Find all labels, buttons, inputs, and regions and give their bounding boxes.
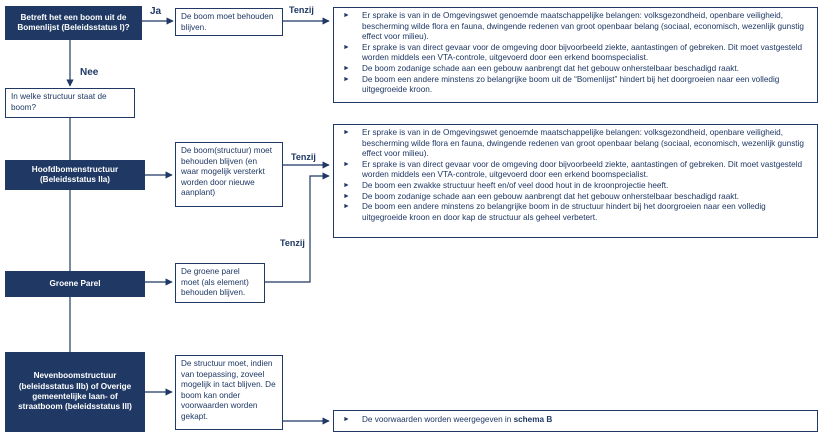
bullet-icon: ►	[343, 181, 350, 189]
label-ja: Ja	[150, 6, 162, 17]
conditions-list-1: ►Er sprake is van in de Omgevingswet gen…	[333, 7, 818, 103]
bullet-icon: ►	[343, 203, 350, 211]
bullet-icon: ►	[343, 75, 350, 83]
list-item: ►Er sprake is van direct gevaar voor de …	[343, 159, 803, 180]
conditions-list-2: ►Er sprake is van in de Omgevingswet gen…	[333, 124, 818, 238]
label-nee: Nee	[80, 67, 99, 78]
bullet-icon: ►	[343, 12, 350, 19]
node-hoofdbomenstructuur: Hoofdbomenstructuur (Beleidsstatus IIa)	[5, 160, 145, 190]
label-tenzij-3: Tenzij	[280, 238, 305, 248]
question-structuur: In welke structuur staat de boom?	[5, 88, 135, 118]
bullet-icon: ►	[343, 160, 350, 168]
question-bomenlijst: Betreft het een boom uit de Bomenlijst (…	[5, 6, 142, 40]
bullet-icon: ►	[343, 43, 350, 51]
result-structuur-kap: De structuur moet, indien van toepassing…	[175, 355, 283, 430]
label-tenzij-1: Tenzij	[289, 5, 314, 15]
list-item: ►De boom zodanige schade aan een gebouw …	[343, 191, 739, 201]
bullet-icon: ►	[343, 416, 350, 423]
bullet-icon: ►	[343, 64, 350, 72]
result-behouden: De boom moet behouden blijven.	[175, 8, 283, 36]
list-item: ►De boom een andere minstens zo belangri…	[343, 74, 780, 95]
list-item: ►Er sprake is van direct gevaar voor de …	[343, 42, 803, 63]
bullet-icon: ►	[343, 129, 350, 136]
list-item: ►Er sprake is van in de Omgevingswet gen…	[343, 128, 804, 159]
list-item: ►De boom een andere minstens zo belangri…	[343, 202, 766, 222]
result-groene-parel: De groene parel moet (als element) behou…	[175, 263, 265, 303]
bullet-icon: ►	[343, 192, 350, 200]
conditions-list-3: ►De voorwaarden worden weergegeven in sc…	[333, 410, 818, 432]
list-item: ►Er sprake is van in de Omgevingswet gen…	[343, 11, 804, 42]
list-item: ►De boom zodanige schade aan een gebouw …	[343, 63, 739, 73]
schema-b-reference: schema B	[513, 415, 553, 424]
list-item: ►De boom een zwakke structuur heeft en/o…	[343, 180, 669, 190]
result-structuur-behouden: De boom(structuur) moet behouden blijven…	[175, 142, 283, 207]
label-tenzij-2: Tenzij	[291, 152, 316, 162]
list-item: ►De voorwaarden worden weergegeven in sc…	[343, 415, 553, 424]
node-nevenboomstructuur: Nevenboomstructuur (beleidsstatus IIb) o…	[5, 352, 145, 432]
node-groene-parel: Groene Parel	[5, 271, 145, 297]
